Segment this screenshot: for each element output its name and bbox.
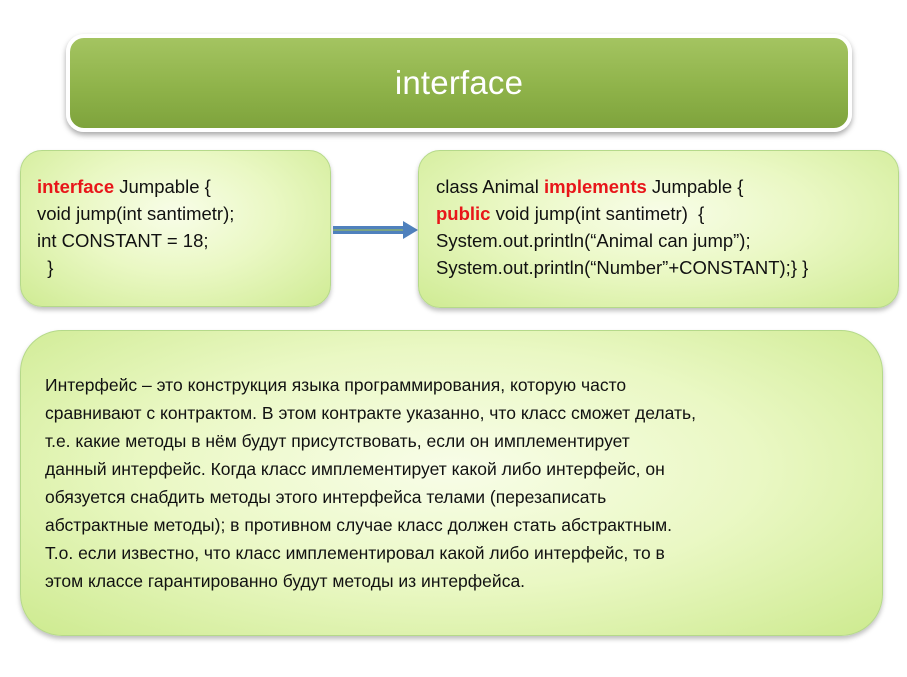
keyword-interface: interface (37, 176, 115, 197)
code-text: Jumpable { (114, 176, 211, 197)
description-line: данный интерфейс. Когда класс имплементи… (45, 459, 665, 479)
description-line: абстрактные методы); в противном случае … (45, 515, 673, 535)
description-line: сравнивают с контрактом. В этом контракт… (45, 403, 696, 423)
keyword-implements: implements (543, 176, 647, 197)
description-line: обязуется снабдить методы этого интерфей… (45, 487, 607, 507)
code-line-3: int CONSTANT = 18; (37, 230, 209, 251)
code-text: Jumpable { (646, 176, 744, 197)
description-line: этом классе гарантированно будут методы … (45, 571, 526, 591)
description-box: Интерфейс – это конструкция языка програ… (20, 330, 883, 636)
interface-code-box: interface Jumpable { void jump(int santim… (20, 150, 331, 307)
keyword-public: public (436, 203, 491, 224)
code-line-1: class Animal implements Jumpable { (436, 173, 898, 200)
code-line-2: public void jump(int santimetr) { (436, 200, 898, 227)
code-line-4: } (37, 257, 54, 278)
description-line: Интерфейс – это конструкция языка програ… (45, 375, 627, 395)
code-line-4: System.out.println(“Number”+CONSTANT);} … (436, 257, 809, 278)
description-line: Т.о. если известно, что класс имплементи… (45, 543, 665, 563)
code-line-1: interface Jumpable { (37, 173, 330, 200)
description-line: т.е. какие методы в нём будут присутство… (45, 431, 630, 451)
code-line-3: System.out.println(“Animal can jump”); (436, 230, 751, 251)
code-text: void jump(int santimetr) { (490, 203, 705, 224)
title-banner: interface (66, 34, 852, 132)
slide-title: interface (394, 64, 524, 101)
class-code-box: class Animal implements Jumpable {public… (418, 150, 899, 308)
code-line-2: void jump(int santimetr); (37, 203, 235, 224)
code-text: class Animal (436, 176, 544, 197)
right-arrow-icon (333, 221, 418, 239)
